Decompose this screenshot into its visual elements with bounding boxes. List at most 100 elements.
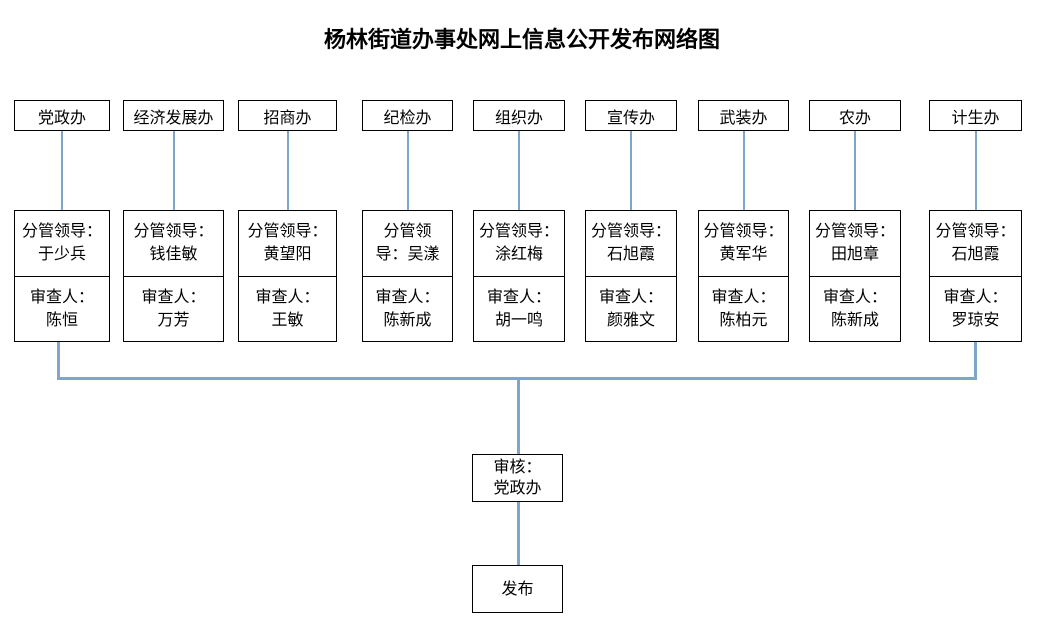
department-box: 招商办 — [238, 100, 337, 131]
connector-left-drop — [57, 342, 60, 377]
reviewer-name: 罗琼安 — [951, 311, 1000, 329]
org-column-jingjifazhanban: 经济发展办 分管领导： 钱佳敏 审查人： 万芳 — [123, 100, 224, 342]
reviewer-label: 审查人： — [598, 288, 663, 306]
department-box: 计生办 — [929, 100, 1022, 131]
connector-dept-to-leader — [742, 131, 745, 210]
department-box: 武装办 — [698, 100, 789, 131]
leader-cell: 分管领导： 黄军华 — [699, 211, 788, 276]
leader-reviewer-box: 分管领导： 黄望阳 审查人： 王敏 — [238, 210, 337, 342]
connector-dept-to-leader — [518, 131, 520, 210]
leader-name: 石旭霞 — [606, 246, 655, 264]
reviewer-label: 审查人： — [822, 288, 887, 306]
leader-cell: 分管领导： 钱佳敏 — [124, 211, 223, 276]
leader-cell: 分管领导： 石旭霞 — [930, 211, 1021, 276]
review-box: 审核： 党政办 — [472, 454, 563, 502]
connector-dept-to-leader — [854, 131, 856, 210]
leader-reviewer-box: 分管领导： 石旭霞 审查人： 罗琼安 — [929, 210, 1022, 342]
leader-name: 黄望阳 — [263, 246, 312, 264]
leader-cell: 分管领导： 于少兵 — [15, 211, 109, 276]
connector-dept-to-leader — [974, 131, 977, 210]
diagram-title: 杨林街道办事处网上信息公开发布网络图 — [323, 27, 720, 52]
review-department: 党政办 — [493, 480, 542, 497]
connector-bus-to-review — [517, 377, 520, 454]
reviewer-cell: 审查人： 陈恒 — [15, 275, 109, 342]
leader-name: 涂红梅 — [494, 246, 543, 264]
leader-name: 导：吴漾 — [375, 246, 440, 264]
leader-name: 钱佳敏 — [149, 246, 198, 264]
reviewer-cell: 审查人： 胡一鸣 — [474, 275, 564, 342]
reviewer-label: 审查人： — [29, 288, 94, 306]
org-column-jishengban: 计生办 分管领导： 石旭霞 审查人： 罗琼安 — [929, 100, 1022, 342]
connector-dept-to-leader — [172, 131, 175, 210]
connector-dept-to-leader — [406, 131, 409, 210]
connector-right-drop — [974, 342, 977, 377]
leader-reviewer-box: 分管领导： 于少兵 审查人： 陈恒 — [14, 210, 110, 342]
org-column-dangzhengban: 党政办 分管领导： 于少兵 审查人： 陈恒 — [14, 100, 110, 342]
leader-cell: 分管领导： 石旭霞 — [586, 211, 676, 276]
reviewer-cell: 审查人： 陈柏元 — [699, 275, 788, 342]
reviewer-name: 王敏 — [271, 311, 304, 329]
reviewer-name: 胡一鸣 — [494, 311, 543, 329]
reviewer-label: 审查人： — [711, 288, 776, 306]
connector-dept-to-leader — [61, 131, 63, 210]
reviewer-name: 陈新成 — [383, 311, 432, 329]
org-column-xuanchuanban: 宣传办 分管领导： 石旭霞 审查人： 颜雅文 — [585, 100, 677, 342]
department-box: 纪检办 — [362, 100, 453, 131]
leader-label: 分管领导： — [590, 223, 671, 241]
reviewer-name: 陈柏元 — [719, 311, 768, 329]
reviewer-name: 颜雅文 — [606, 311, 655, 329]
leader-cell: 分管领导： 涂红梅 — [474, 211, 564, 276]
leader-label: 分管领导： — [703, 223, 784, 241]
leader-name: 石旭霞 — [951, 246, 1000, 264]
leader-cell: 分管领导： 黄望阳 — [239, 211, 336, 276]
reviewer-label: 审查人： — [486, 288, 551, 306]
reviewer-cell: 审查人： 万芳 — [124, 275, 223, 342]
leader-reviewer-box: 分管领导： 涂红梅 审查人： 胡一鸣 — [473, 210, 565, 342]
reviewer-cell: 审查人： 陈新成 — [363, 275, 452, 342]
reviewer-cell: 审查人： 罗琼安 — [930, 275, 1021, 342]
connector-dept-to-leader — [630, 131, 632, 210]
reviewer-label: 审查人： — [255, 288, 320, 306]
leader-reviewer-box: 分管领 导：吴漾 审查人： 陈新成 — [362, 210, 453, 342]
leader-cell: 分管领 导：吴漾 — [363, 211, 452, 276]
leader-name: 于少兵 — [37, 246, 86, 264]
leader-cell: 分管领导： 田旭章 — [810, 211, 900, 276]
leader-reviewer-box: 分管领导： 田旭章 审查人： 陈新成 — [809, 210, 901, 342]
connector-review-to-publish — [517, 502, 520, 565]
leader-label: 分管领导： — [21, 223, 102, 241]
leader-label: 分管领 — [383, 223, 432, 241]
reviewer-name: 万芳 — [157, 311, 190, 329]
leader-label: 分管领导： — [814, 223, 895, 241]
leader-reviewer-box: 分管领导： 石旭霞 审查人： 颜雅文 — [585, 210, 677, 342]
department-box: 党政办 — [14, 100, 110, 131]
reviewer-label: 审查人： — [943, 288, 1008, 306]
department-box: 组织办 — [473, 100, 565, 131]
leader-label: 分管领导： — [133, 223, 214, 241]
org-column-nongban: 农办 分管领导： 田旭章 审查人： 陈新成 — [809, 100, 901, 342]
review-label: 审核： — [493, 459, 542, 476]
reviewer-label: 审查人： — [141, 288, 206, 306]
publish-box: 发布 — [472, 565, 563, 613]
leader-label: 分管领导： — [935, 223, 1016, 241]
org-column-wuzhuangban: 武装办 分管领导： 黄军华 审查人： 陈柏元 — [698, 100, 789, 342]
connector-dept-to-leader — [286, 131, 289, 210]
reviewer-cell: 审查人： 陈新成 — [810, 275, 900, 342]
leader-reviewer-box: 分管领导： 钱佳敏 审查人： 万芳 — [123, 210, 224, 342]
reviewer-name: 陈新成 — [830, 311, 879, 329]
reviewer-label: 审查人： — [375, 288, 440, 306]
reviewer-cell: 审查人： 颜雅文 — [586, 275, 676, 342]
leader-label: 分管领导： — [247, 223, 328, 241]
org-column-jijianban: 纪检办 分管领 导：吴漾 审查人： 陈新成 — [362, 100, 453, 342]
publish-label: 发布 — [501, 580, 534, 598]
department-box: 宣传办 — [585, 100, 677, 131]
leader-name: 黄军华 — [719, 246, 768, 264]
department-box: 农办 — [809, 100, 901, 131]
leader-reviewer-box: 分管领导： 黄军华 审查人： 陈柏元 — [698, 210, 789, 342]
leader-name: 田旭章 — [830, 246, 879, 264]
org-column-zuzhiban: 组织办 分管领导： 涂红梅 审查人： 胡一鸣 — [473, 100, 565, 342]
department-box: 经济发展办 — [123, 100, 224, 131]
org-column-zhaoshangban: 招商办 分管领导： 黄望阳 审查人： 王敏 — [238, 100, 337, 342]
reviewer-name: 陈恒 — [45, 311, 78, 329]
leader-label: 分管领导： — [478, 223, 559, 241]
